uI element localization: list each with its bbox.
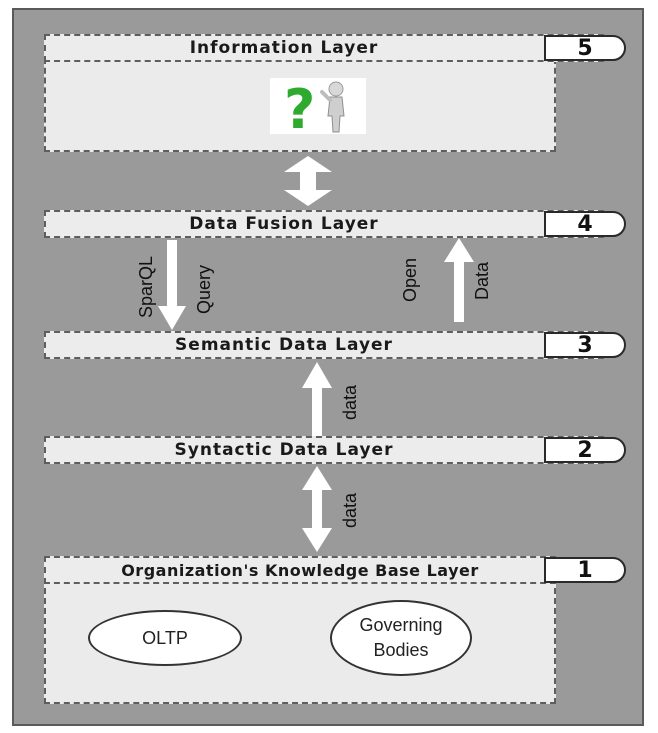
knowledge-base-layer-label: Organization's Knowledge Base Layer [121,560,479,580]
knowledge-base-layer-bar: Organization's Knowledge Base Layer [44,556,556,584]
governing-label-line1: Governing [359,615,443,635]
data-mid-label: data [340,384,360,420]
layer-number-3: 3 [544,332,626,358]
kb-syntactic-double-arrow [302,466,332,552]
layer-number-5: 5 [544,35,626,61]
open-data-arrow [444,238,474,322]
question-mark-person-icon: ? [270,78,366,141]
data-fusion-layer-bar: Data Fusion Layer [44,210,604,238]
syntactic-to-semantic-arrow [302,362,332,436]
svg-text:?: ? [284,78,315,134]
oltp-node: OLTP [88,610,242,666]
layer-number-1: 1 [544,557,626,583]
data-upper-label: Data [472,261,492,300]
sparql-label: SparQL [136,255,156,318]
governing-bodies-node: Governing Bodies [330,600,472,676]
data-low-label: data [340,492,360,528]
layer-number-2: 2 [544,437,626,463]
syntactic-data-layer-label: Syntactic Data Layer [174,440,394,460]
information-layer-label: Information Layer [189,38,379,58]
semantic-data-layer-label: Semantic Data Layer [175,335,393,355]
layer-number-4: 4 [544,211,626,237]
sparql-query-arrow [158,240,186,330]
open-label: Open [400,257,420,302]
information-layer-bar: Information Layer [44,34,604,62]
double-arrow-info-fusion [284,156,332,206]
governing-label-line2: Bodies [373,640,429,660]
data-fusion-layer-label: Data Fusion Layer [189,214,379,234]
query-label: Query [194,264,214,314]
semantic-data-layer-bar: Semantic Data Layer [44,331,604,359]
oltp-label: OLTP [142,627,188,648]
